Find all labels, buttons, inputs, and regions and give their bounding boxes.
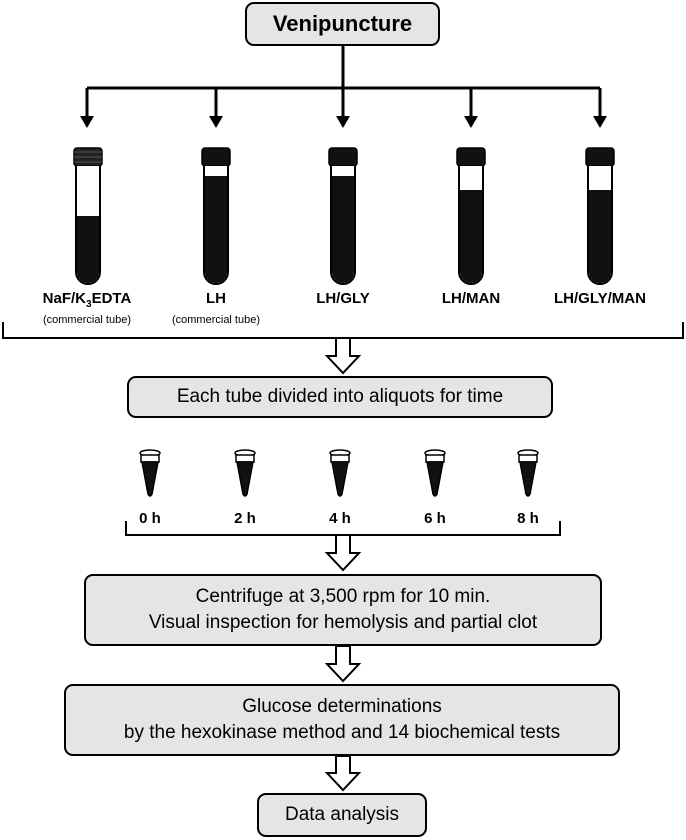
- hollow-arrow-icon: [324, 755, 362, 792]
- glucose-line1: Glucose determinations: [242, 696, 442, 717]
- microtube-6h: [424, 449, 446, 497]
- microtube-2h: [234, 449, 256, 497]
- data-analysis-box: Data analysis: [257, 793, 427, 837]
- centrifuge-line1: Centrifuge at 3,500 rpm for 10 min.: [195, 586, 491, 607]
- tube-sublabel-naf-k3edta: (commercial tube): [42, 314, 132, 326]
- tube-lh-gly-man: [585, 147, 615, 285]
- venipuncture-connectors: [85, 46, 602, 118]
- time-label-6h: 6 h: [424, 510, 446, 527]
- time-label-0h: 0 h: [139, 510, 161, 527]
- time-label-2h: 2 h: [234, 510, 256, 527]
- glucose-box: Glucose determinations by the hexokinase…: [64, 684, 620, 756]
- tube-lh-man: [456, 147, 486, 285]
- microtube-8h: [517, 449, 539, 497]
- hollow-arrow-icon: [324, 337, 362, 375]
- hollow-arrow-icon: [324, 645, 362, 683]
- venipuncture-label: Venipuncture: [272, 11, 413, 36]
- tube-label-lh-man: LH/MAN: [441, 290, 501, 307]
- tube-label-lh: LH: [206, 290, 226, 307]
- data-analysis-label: Data analysis: [284, 804, 400, 825]
- time-label-8h: 8 h: [517, 510, 539, 527]
- down-arrowheads: [80, 116, 607, 128]
- venipuncture-box: Venipuncture: [245, 2, 440, 46]
- centrifuge-line2: Visual inspection for hemolysis and part…: [148, 612, 538, 633]
- glucose-line2: by the hexokinase method and 14 biochemi…: [123, 722, 561, 743]
- tube-label-lh-gly: LH/GLY: [316, 290, 370, 307]
- tube-label-naf-k3edta: NaF/K3EDTA: [42, 290, 132, 310]
- tube-sublabel-lh: (commercial tube): [171, 314, 261, 326]
- aliquot-label: Each tube divided into aliquots for time: [176, 386, 504, 407]
- tube-naf-k3edta: [73, 147, 103, 285]
- time-label-4h: 4 h: [329, 510, 351, 527]
- microtube-0h: [139, 449, 161, 497]
- tube-lh-gly: [328, 147, 358, 285]
- tube-lh: [201, 147, 231, 285]
- aliquot-box: Each tube divided into aliquots for time: [127, 376, 553, 418]
- centrifuge-box: Centrifuge at 3,500 rpm for 10 min. Visu…: [84, 574, 602, 646]
- hollow-arrow-icon: [324, 534, 362, 572]
- tube-label-lh-gly-man: LH/GLY/MAN: [554, 290, 646, 307]
- microtube-4h: [329, 449, 351, 497]
